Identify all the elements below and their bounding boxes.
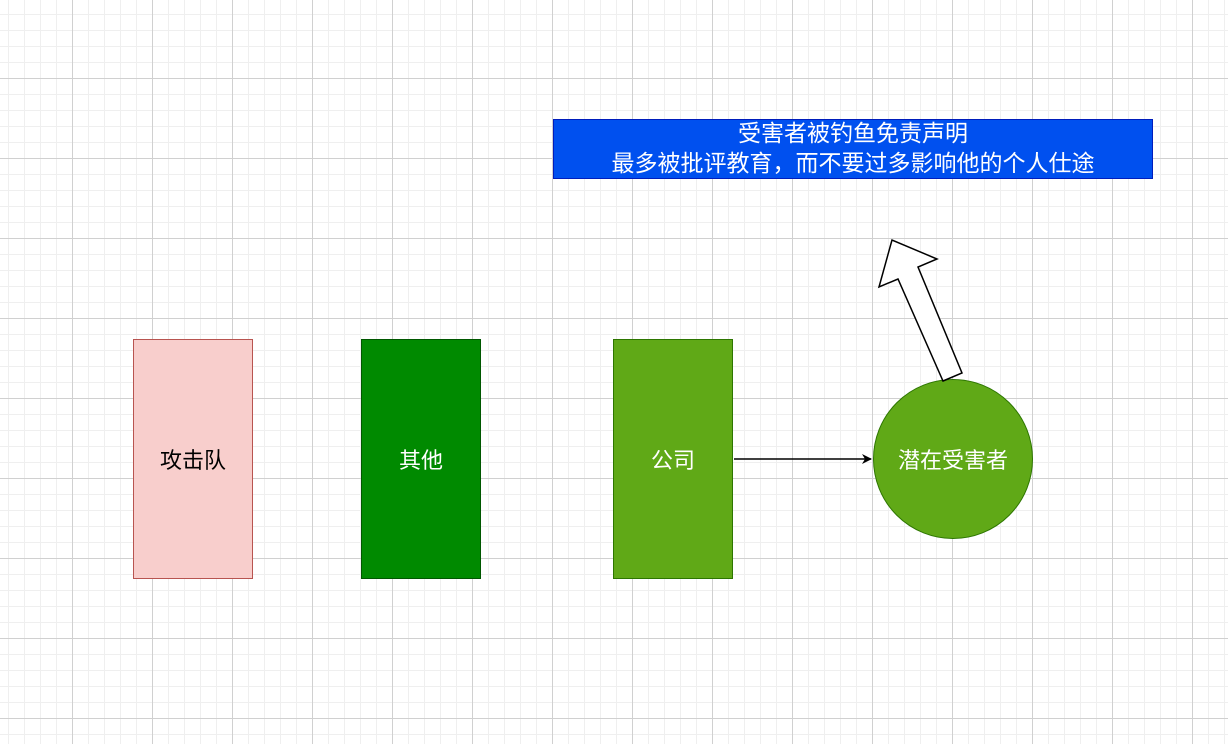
disclaimer-body: 最多被批评教育，而不要过多影响他的个人仕途	[611, 151, 1095, 177]
company-node[interactable]: 公司	[613, 339, 733, 579]
other-node[interactable]: 其他	[361, 339, 481, 579]
disclaimer-title: 受害者被钓鱼免责声明	[738, 121, 968, 147]
attack-team-label: 攻击队	[159, 449, 226, 474]
other-label: 其他	[398, 449, 443, 474]
company-label: 公司	[650, 449, 695, 474]
block-arrow-shape[interactable]	[877, 238, 963, 382]
disclaimer-node[interactable]: 受害者被钓鱼免责声明 最多被批评教育，而不要过多影响他的个人仕途	[553, 119, 1153, 179]
potential-victim-label: 潜在受害者	[897, 449, 1008, 474]
attack-team-node[interactable]: 攻击队	[133, 339, 253, 579]
potential-victim-node[interactable]: 潜在受害者	[873, 379, 1033, 539]
